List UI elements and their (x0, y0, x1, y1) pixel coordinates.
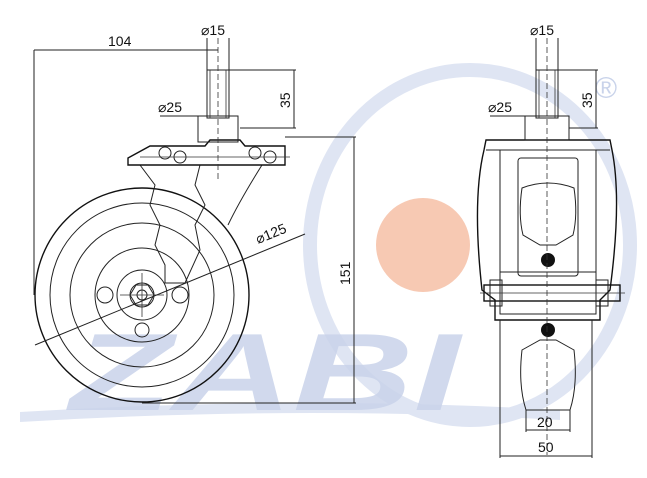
watermark-logo-text: ZABI (65, 311, 463, 434)
side-dim-width-overall: 104 (108, 33, 132, 49)
side-dim-height-overall: 151 (337, 261, 353, 285)
side-hub-hole-bottom (134, 322, 150, 338)
side-dim-collar-diameter: ⌀25 (158, 99, 182, 115)
watermark-orange-disc (376, 198, 470, 292)
side-hub-hole-left (96, 286, 114, 304)
watermark-swoosh-ellipse (303, 63, 637, 427)
front-dim-tread-width: 20 (537, 414, 553, 430)
watermark-logo: ZABI ® (20, 63, 637, 434)
front-dim-wheel-width: 50 (538, 439, 554, 455)
side-dim-stem-length: 35 (277, 92, 293, 108)
front-dim-collar-diameter: ⌀25 (488, 99, 512, 115)
side-bearing-ball-1 (158, 146, 172, 160)
watermark-swoosh-bottom (20, 402, 560, 422)
front-bearing-upper (541, 253, 555, 267)
side-wheel-ring-4 (94, 247, 190, 343)
front-fork-housing (476, 139, 618, 321)
side-view: 104 ⌀15 ⌀25 35 ⌀125 151 (33, 22, 356, 404)
side-hub-hole-right (171, 286, 189, 304)
side-top-plate (127, 139, 286, 166)
side-wheel-ring-3 (69, 222, 215, 368)
side-dim-d125-line (34, 233, 306, 346)
side-bearing-ball-3 (248, 146, 262, 160)
front-tire-lower (520, 339, 576, 411)
front-fork-bracket (517, 157, 579, 277)
front-view: ⌀15 ⌀25 35 20 50 (476, 22, 625, 458)
side-wheel-outer (34, 187, 250, 403)
front-dim-stem-diameter: ⌀15 (530, 22, 554, 38)
side-hub-ring (116, 269, 168, 321)
side-wheel-ring-2 (49, 202, 235, 388)
front-dim-stem-length: 35 (579, 92, 595, 108)
side-dim-stem-diameter: ⌀15 (201, 22, 225, 38)
front-bearing-lower (541, 323, 555, 337)
side-fork-arm (139, 164, 206, 284)
front-tire-upper (519, 182, 577, 246)
watermark-registered-mark: ® (595, 72, 617, 105)
